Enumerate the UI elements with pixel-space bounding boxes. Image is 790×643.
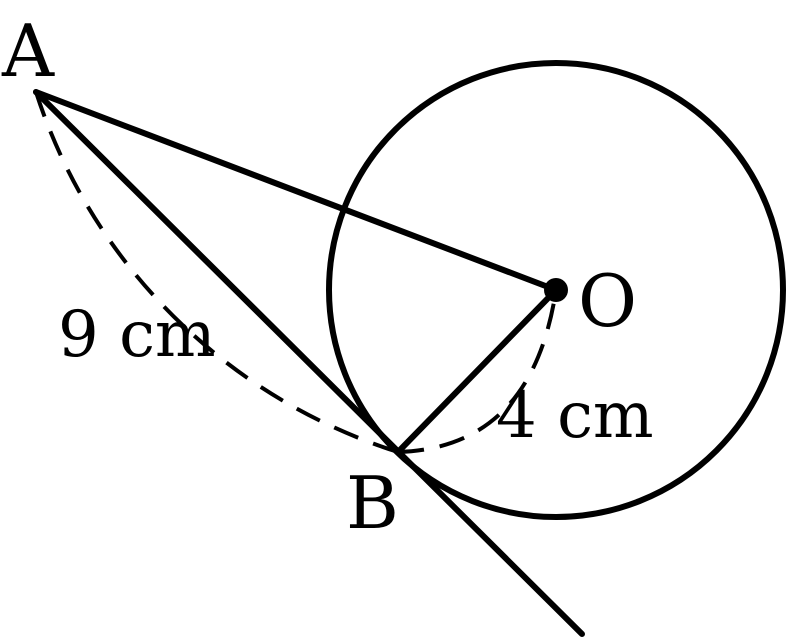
arc-bo-dashed: [397, 289, 558, 454]
tangent-line-ab: [33, 89, 585, 637]
radius-ob: [395, 287, 559, 455]
label-a: A: [1, 9, 55, 93]
label-b: B: [346, 461, 399, 545]
segment-ao: [33, 89, 559, 293]
arc-ab-dashed: [34, 91, 399, 454]
measure-ab: 9 cm: [58, 298, 216, 372]
measure-ob: 4 cm: [496, 379, 654, 453]
label-o: O: [578, 259, 637, 343]
circle-o: [326, 60, 786, 520]
center-point-o: [544, 278, 568, 302]
